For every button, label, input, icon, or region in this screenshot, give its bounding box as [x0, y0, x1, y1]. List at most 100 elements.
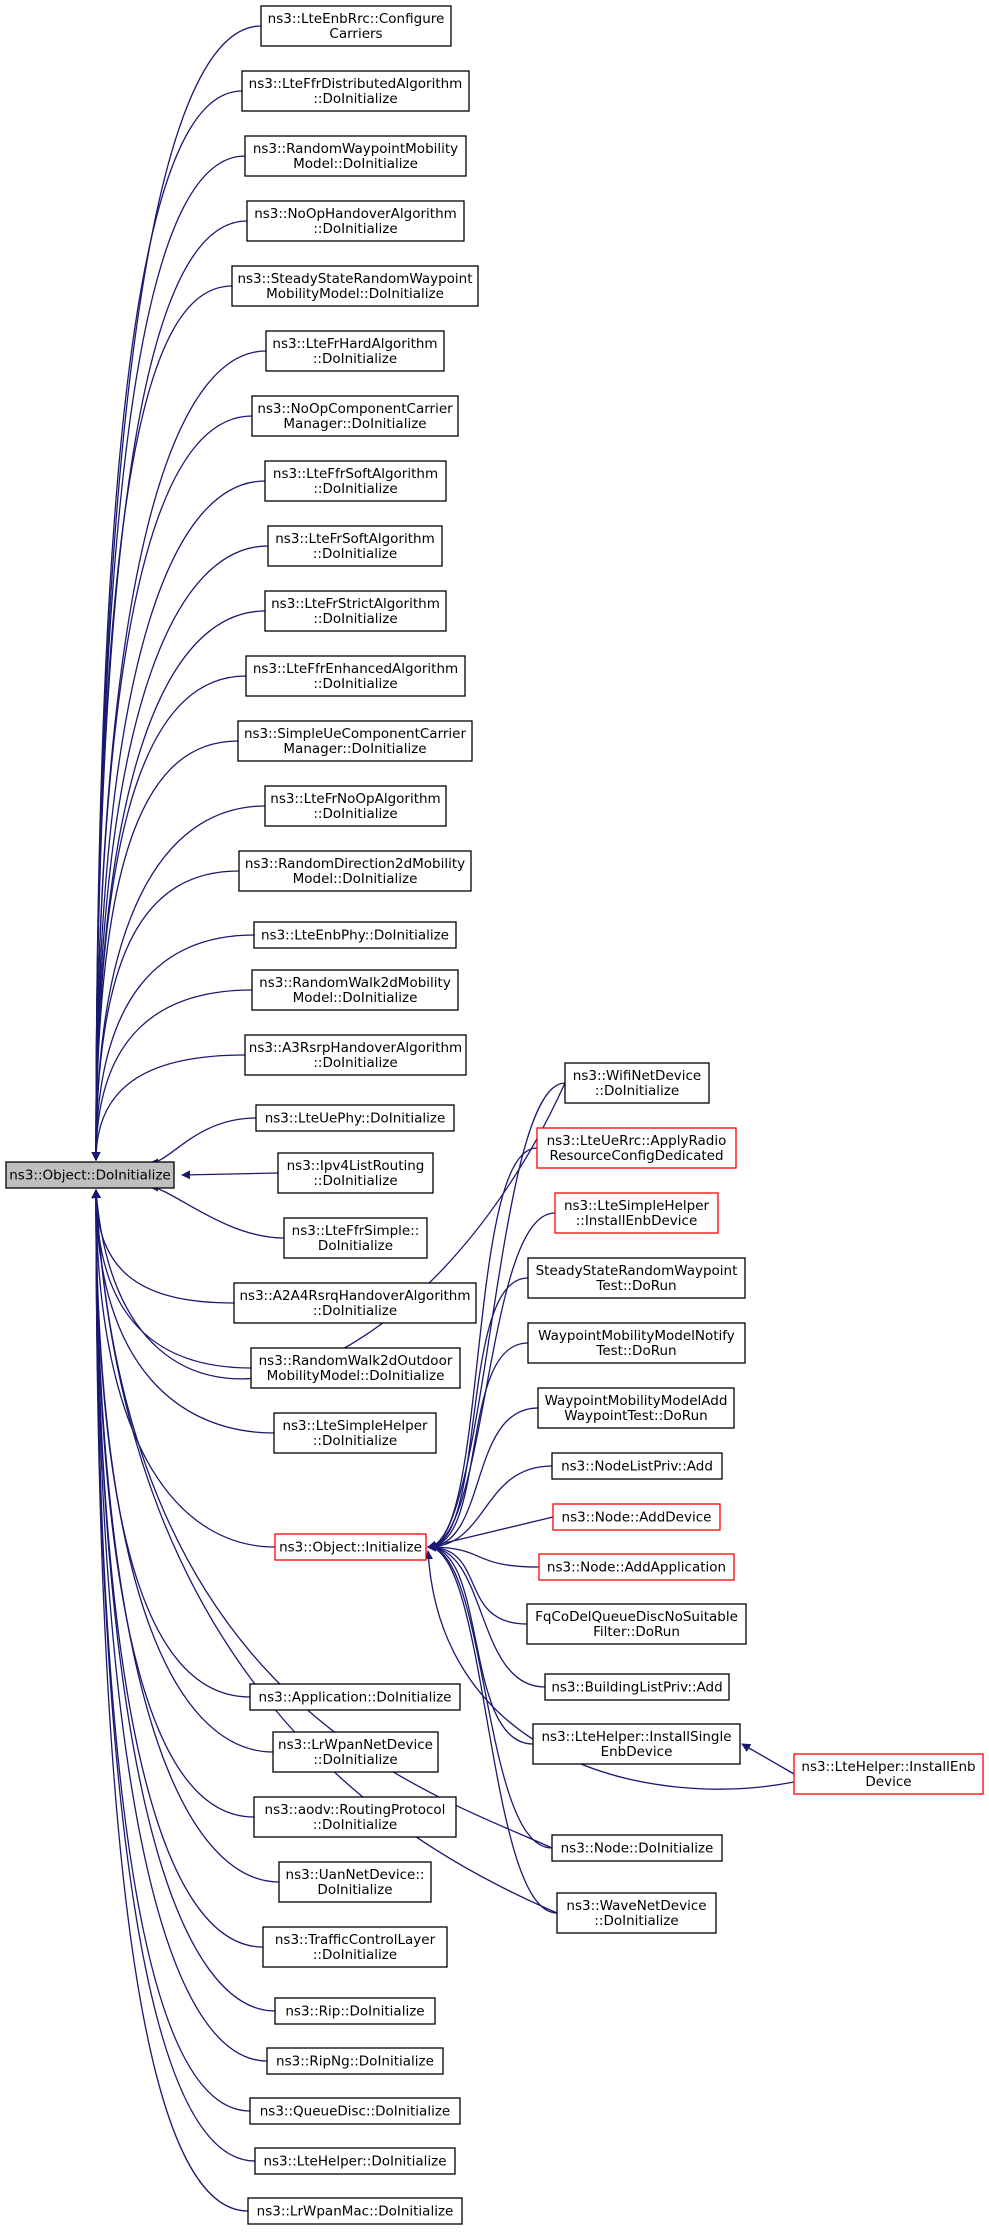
- node-lsh[interactable]: ns3::LteSimpleHelper::InstallEnbDevice: [554, 1192, 719, 1234]
- node-n14[interactable]: ns3::RandomDirection2dMobilityModel::DoI…: [238, 850, 472, 892]
- node-nlp[interactable]: ns3::NodeListPriv::Add: [551, 1452, 723, 1480]
- node-n12[interactable]: ns3::SimpleUeComponentCarrierManager::Do…: [237, 720, 473, 762]
- node-box: [266, 2047, 444, 2075]
- node-n9[interactable]: ns3::LteFrSoftAlgorithm::DoInitialize: [267, 525, 443, 567]
- node-n2[interactable]: ns3::LteFfrDistributedAlgorithm::DoIniti…: [241, 70, 470, 112]
- node-label: ::DoInitialize: [313, 91, 397, 107]
- node-label: ns3::LteFrHardAlgorithm: [272, 336, 437, 352]
- node-box: [249, 2097, 461, 2125]
- node-box: [274, 1997, 436, 2025]
- node-n13[interactable]: ns3::LteFrNoOpAlgorithm::DoInitialize: [264, 785, 447, 827]
- edge-n17-to-root: [91, 1054, 246, 1161]
- node-n26[interactable]: ns3::aodv::RoutingProtocol::DoInitialize: [253, 1796, 457, 1838]
- edge-n33-to-root: [91, 1189, 249, 2212]
- node-wave[interactable]: ns3::WaveNetDevice::DoInitialize: [556, 1892, 717, 1934]
- node-wifi[interactable]: ns3::WifiNetDevice::DoInitialize: [564, 1062, 710, 1104]
- node-label: ns3::NoOpComponentCarrier: [257, 401, 453, 417]
- node-box: [249, 1683, 461, 1711]
- node-ndi[interactable]: ns3::Node::DoInitialize: [551, 1834, 723, 1862]
- node-box: [554, 1192, 719, 1234]
- node-n31[interactable]: ns3::QueueDisc::DoInitialize: [249, 2097, 461, 2125]
- node-n16[interactable]: ns3::RandomWalk2dMobilityModel::DoInitia…: [251, 969, 459, 1011]
- node-label: ns3::LteUePhy::DoInitialize: [265, 1111, 446, 1127]
- node-label: MobilityModel::DoInitialize: [266, 286, 444, 302]
- node-n15[interactable]: ns3::LteEnbPhy::DoInitialize: [253, 921, 457, 949]
- node-n6[interactable]: ns3::LteFrHardAlgorithm::DoInitialize: [265, 330, 445, 372]
- node-n20[interactable]: ns3::LteFfrSimple::DoInitialize: [283, 1217, 428, 1259]
- node-box: [260, 5, 452, 47]
- node-n4[interactable]: ns3::NoOpHandoverAlgorithm::DoInitialize: [246, 200, 465, 242]
- node-n24[interactable]: ns3::Application::DoInitialize: [249, 1683, 461, 1711]
- node-root[interactable]: ns3::Object::DoInitialize: [5, 1161, 175, 1189]
- node-label: Model::DoInitialize: [293, 990, 418, 1006]
- node-label: ns3::Node::AddApplication: [547, 1560, 726, 1576]
- node-box: [254, 2147, 456, 2175]
- node-n23[interactable]: ns3::LteSimpleHelper::DoInitialize: [273, 1412, 437, 1454]
- node-box: [253, 1796, 457, 1838]
- node-label: ns3::Application::DoInitialize: [259, 1690, 452, 1706]
- node-oi[interactable]: ns3::Object::Initialize: [274, 1533, 427, 1561]
- node-n22[interactable]: ns3::RandomWalk2dOutdoorMobilityModel::D…: [250, 1347, 461, 1389]
- node-n27[interactable]: ns3::UanNetDevice::DoInitialize: [278, 1861, 432, 1903]
- node-label: ns3::LteUeRrc::ApplyRadio: [547, 1133, 727, 1149]
- node-label: MobilityModel::DoInitialize: [267, 1368, 445, 1384]
- node-label: ::DoInitialize: [313, 1752, 397, 1768]
- node-n29[interactable]: ns3::Rip::DoInitialize: [274, 1997, 436, 2025]
- node-label: ResourceConfigDedicated: [549, 1148, 723, 1164]
- node-box: [264, 785, 447, 827]
- node-n30[interactable]: ns3::RipNg::DoInitialize: [266, 2047, 444, 2075]
- node-n8[interactable]: ns3::LteFfrSoftAlgorithm::DoInitialize: [264, 460, 447, 502]
- edge-n9-to-root: [91, 545, 269, 1161]
- node-n11[interactable]: ns3::LteFfrEnhancedAlgorithm::DoInitiali…: [245, 655, 466, 697]
- node-label: ns3::LteHelper::DoInitialize: [263, 2154, 446, 2170]
- node-n21[interactable]: ns3::A2A4RsrqHandoverAlgorithm::DoInitia…: [233, 1282, 477, 1324]
- node-label: ns3::BuildingListPriv::Add: [551, 1680, 722, 1696]
- node-label: ::DoInitialize: [313, 1947, 397, 1963]
- node-lhe[interactable]: ns3::LteHelper::InstallEnbDevice: [793, 1753, 984, 1795]
- node-n5[interactable]: ns3::SteadyStateRandomWaypointMobilityMo…: [231, 265, 479, 307]
- node-label: ::DoInitialize: [313, 1173, 397, 1189]
- node-n32[interactable]: ns3::LteHelper::DoInitialize: [254, 2147, 456, 2175]
- node-box: [247, 2197, 463, 2225]
- node-n25[interactable]: ns3::LrWpanNetDevice::DoInitialize: [272, 1731, 439, 1773]
- node-box: [244, 1034, 467, 1076]
- node-nad[interactable]: ns3::Node::AddDevice: [552, 1503, 721, 1531]
- node-box: [237, 720, 473, 762]
- node-naa[interactable]: ns3::Node::AddApplication: [538, 1553, 735, 1581]
- node-label: ns3::LteHelper::InstallSingle: [541, 1729, 731, 1745]
- node-label: ns3::Node::AddDevice: [562, 1510, 712, 1526]
- node-n28[interactable]: ns3::TrafficControlLayer::DoInitialize: [262, 1926, 448, 1968]
- node-n33[interactable]: ns3::LrWpanMac::DoInitialize: [247, 2197, 463, 2225]
- node-label: ns3::A3RsrpHandoverAlgorithm: [249, 1040, 462, 1056]
- node-rrc[interactable]: ns3::LteUeRrc::ApplyRadioResourceConfigD…: [536, 1127, 737, 1169]
- node-box: [537, 1387, 735, 1429]
- node-n17[interactable]: ns3::A3RsrpHandoverAlgorithm::DoInitiali…: [244, 1034, 467, 1076]
- node-label: ns3::RandomWaypointMobility: [253, 141, 458, 157]
- node-n19[interactable]: ns3::Ipv4ListRouting::DoInitialize: [277, 1152, 434, 1194]
- node-label: ns3::RandomWalk2dMobility: [259, 975, 451, 991]
- node-n18[interactable]: ns3::LteUePhy::DoInitialize: [255, 1104, 455, 1132]
- node-wma[interactable]: WaypointMobilityModelAddWaypointTest::Do…: [537, 1387, 735, 1429]
- edge-n5-to-root: [91, 285, 233, 1161]
- node-box: [245, 655, 466, 697]
- node-label: ns3::NodeListPriv::Add: [561, 1459, 713, 1475]
- node-n7[interactable]: ns3::NoOpComponentCarrierManager::DoInit…: [251, 395, 459, 437]
- node-label: ns3::QueueDisc::DoInitialize: [260, 2104, 450, 2120]
- node-box: [267, 525, 443, 567]
- node-label: ns3::Ipv4ListRouting: [287, 1158, 425, 1174]
- node-box: [244, 135, 467, 177]
- node-label: ns3::LteFfrSoftAlgorithm: [273, 466, 438, 482]
- node-label: ::DoInitialize: [313, 351, 397, 367]
- node-blp[interactable]: ns3::BuildingListPriv::Add: [544, 1673, 730, 1701]
- node-n3[interactable]: ns3::RandomWaypointMobilityModel::DoInit…: [244, 135, 467, 177]
- node-n10[interactable]: ns3::LteFrStrictAlgorithm::DoInitialize: [264, 590, 447, 632]
- node-label: ns3::LteEnbPhy::DoInitialize: [261, 928, 449, 944]
- node-label: Filter::DoRun: [593, 1624, 680, 1640]
- edge-lhs-to-initialize: [427, 1542, 534, 1745]
